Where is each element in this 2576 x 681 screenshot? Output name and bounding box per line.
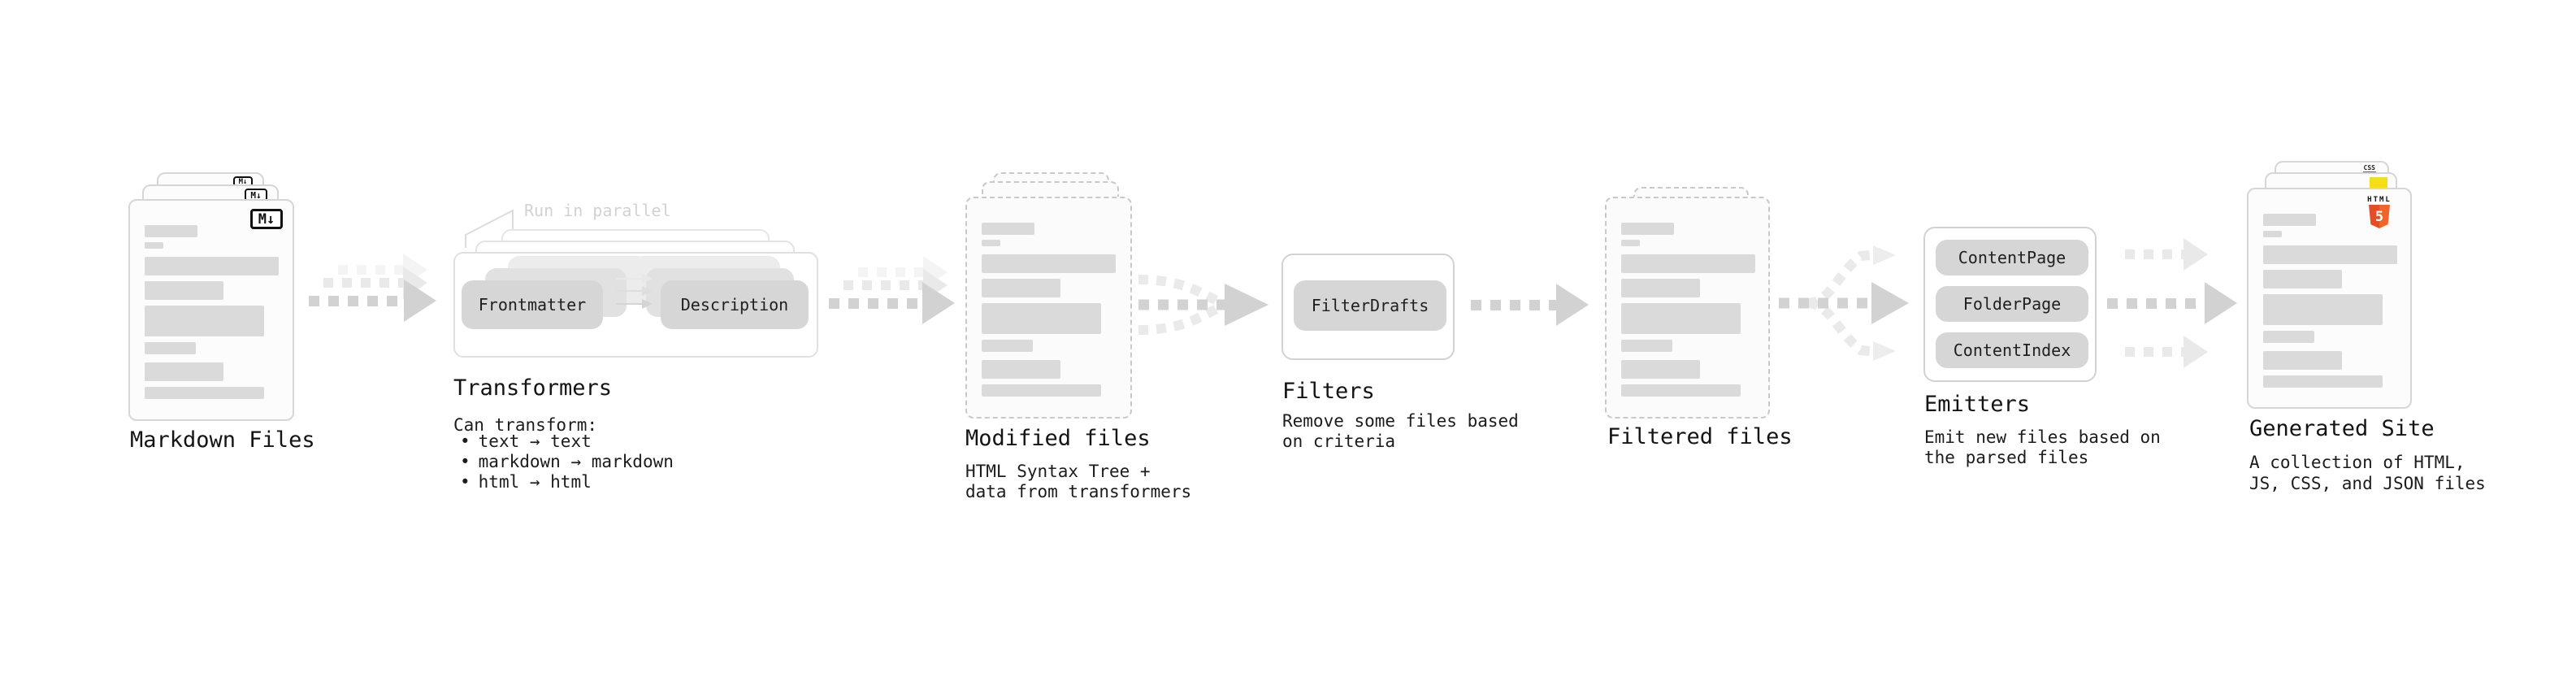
stage-title: Transformers — [453, 375, 613, 401]
merge-path-top — [1138, 275, 1221, 306]
content-line — [2263, 331, 2314, 343]
bullet-glyph: • — [460, 452, 471, 471]
content-line — [145, 242, 163, 249]
emitter-pill: ContentIndex — [1936, 332, 2088, 368]
content-line — [145, 342, 196, 354]
javascript-icon — [2370, 177, 2387, 188]
flow-arrow — [309, 280, 436, 322]
html5-icon: HTML 5 — [2360, 196, 2399, 228]
flow-split-arrow — [1779, 245, 1909, 361]
content-line — [1621, 223, 1674, 235]
content-line — [1621, 279, 1700, 297]
markdown-icon: M↓ — [250, 209, 283, 229]
content-line — [145, 306, 264, 336]
flow-arrow-ghost — [2125, 336, 2208, 368]
content-line — [145, 362, 223, 381]
emitter-pill: ContentPage — [1936, 240, 2088, 275]
content-line — [2263, 351, 2342, 370]
bullet-text: markdown → markdown — [478, 452, 674, 471]
split-arrowhead-top — [1873, 245, 1896, 265]
content-line — [2263, 214, 2316, 226]
file-card-front: M↓ — [128, 199, 294, 421]
content-line — [2263, 375, 2383, 388]
content-line — [982, 360, 1060, 379]
content-line — [1621, 254, 1755, 273]
content-line — [982, 384, 1101, 397]
content-line — [1621, 340, 1672, 352]
transform-bullet-list: • text → text • markdown → markdown • ht… — [460, 432, 674, 492]
stage-title: Markdown Files — [130, 427, 315, 453]
content-line — [1621, 360, 1700, 379]
stage-description: Remove some files based on criteria — [1282, 411, 1519, 451]
bullet-text: text → text — [478, 432, 592, 451]
content-line — [982, 254, 1116, 273]
file-card-front — [965, 197, 1132, 419]
split-path-top — [1806, 250, 1871, 308]
pill-arrowhead — [642, 274, 653, 284]
html5-icon-label: HTML — [2367, 196, 2392, 204]
bullet-text: html → html — [478, 472, 592, 492]
content-line — [982, 223, 1034, 235]
stage-title: Filters — [1282, 379, 1375, 404]
source-pill: Frontmatter — [462, 280, 603, 329]
bullet-item: • html → html — [460, 472, 674, 492]
content-line — [982, 340, 1033, 352]
stage-description-heading: Can transform: — [453, 415, 598, 435]
stage-title: Generated Site — [2249, 416, 2435, 441]
stage-title: Filtered files — [1607, 424, 1793, 449]
content-line — [1621, 240, 1640, 246]
content-line — [2263, 270, 2342, 288]
file-card-front — [1605, 197, 1770, 419]
stage-title: Emitters — [1924, 392, 2031, 417]
filter-pill: FilterDrafts — [1294, 280, 1446, 331]
merge-path-bottom — [1138, 303, 1221, 335]
callout-connector — [465, 209, 514, 248]
content-line — [1621, 303, 1741, 334]
flow-arrow — [829, 282, 955, 324]
stage-description: Emit new files based on the parsed files — [1924, 427, 2161, 467]
html5-icon-shield: 5 — [2369, 205, 2390, 228]
bullet-glyph: • — [460, 472, 471, 492]
merge-arrowhead — [1225, 284, 1268, 326]
emitter-pill: FolderPage — [1936, 286, 2088, 322]
content-line — [982, 303, 1101, 334]
callout-label: Run in parallel — [524, 201, 671, 220]
stage-description: HTML Syntax Tree + data from transformer… — [965, 462, 1192, 501]
content-line — [2263, 231, 2282, 237]
filters-box: FilterDrafts — [1281, 254, 1455, 360]
content-line — [145, 387, 264, 399]
callout-line — [465, 209, 514, 248]
content-line — [2263, 245, 2397, 264]
content-line — [145, 225, 197, 237]
bullet-item: • text → text — [460, 432, 674, 452]
bullet-glyph: • — [460, 432, 471, 451]
stage-title: Modified files — [965, 426, 1151, 451]
file-card-front: HTML 5 — [2247, 188, 2412, 409]
bullet-item: • markdown → markdown — [460, 452, 674, 472]
content-line — [982, 240, 1000, 246]
content-line — [1621, 384, 1741, 397]
content-line — [2263, 294, 2383, 325]
content-line — [145, 281, 223, 300]
split-path-bottom — [1806, 298, 1871, 356]
content-line — [982, 279, 1060, 297]
stage-description: A collection of HTML, JS, CSS, and JSON … — [2249, 453, 2486, 493]
pill-arrowhead — [642, 299, 653, 309]
flow-arrow-ghost — [2125, 238, 2208, 271]
pill-arrowhead — [642, 286, 653, 296]
emitters-box: ContentPage FolderPage ContentIndex — [1923, 227, 2097, 382]
flow-merge-arrow — [1138, 275, 1268, 335]
flow-arrow — [1471, 284, 1589, 326]
split-arrowhead-bottom — [1873, 341, 1896, 361]
pill-flow-arrows — [616, 274, 653, 309]
content-line — [145, 257, 279, 275]
result-pill: Description — [661, 280, 809, 329]
flow-arrow — [2107, 282, 2237, 324]
split-arrowhead-middle — [1871, 282, 1909, 324]
